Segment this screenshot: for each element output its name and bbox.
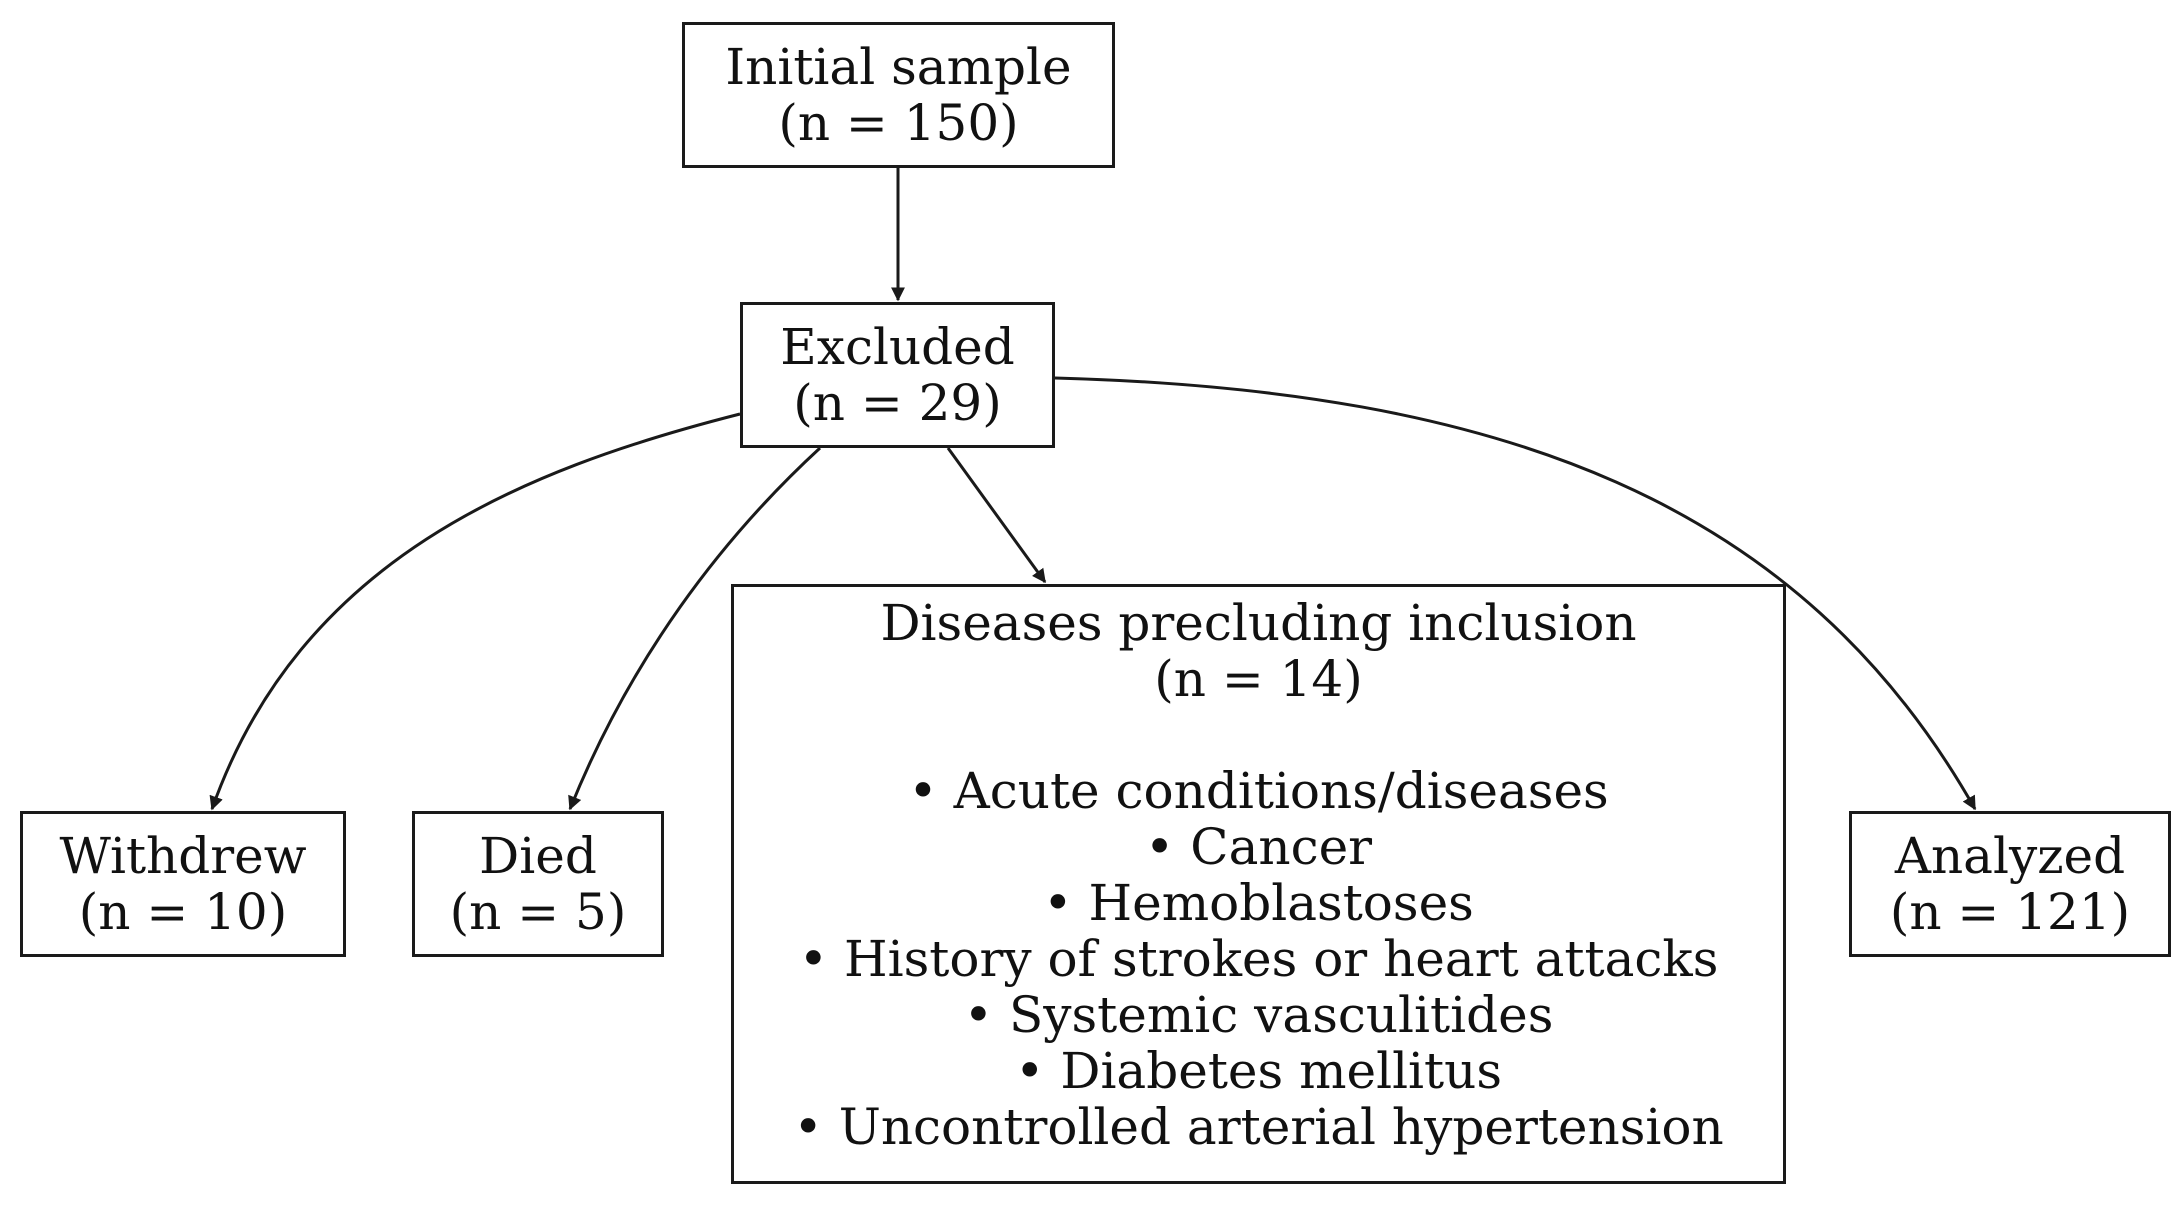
disease-item: • Hemoblastoses <box>1043 874 1474 932</box>
died-box: Died (n = 5) <box>412 811 664 957</box>
disease-item: • History of strokes or heart attacks <box>798 930 1719 988</box>
excluded-title: Excluded <box>780 318 1015 376</box>
initial-sample-box: Initial sample (n = 150) <box>682 22 1115 168</box>
withdrew-count: (n = 10) <box>78 883 288 941</box>
diseases-count: (n = 14) <box>1154 650 1363 708</box>
analyzed-title: Analyzed <box>1894 827 2126 885</box>
withdrew-box: Withdrew (n = 10) <box>20 811 346 957</box>
disease-item: • Cancer <box>1144 818 1373 876</box>
arrow-excluded-to-died <box>568 446 822 811</box>
withdrew-title: Withdrew <box>59 827 307 885</box>
excluded-box: Excluded (n = 29) <box>740 302 1055 448</box>
arrow-excluded-to-withdrew <box>209 412 741 811</box>
arrow-excluded-to-analyzed <box>1054 376 1977 811</box>
diseases-box: Diseases precluding inclusion (n = 14) •… <box>731 584 1786 1184</box>
analyzed-box: Analyzed (n = 121) <box>1849 811 2171 957</box>
initial-sample-count: (n = 150) <box>778 94 1019 152</box>
analyzed-count: (n = 121) <box>1889 883 2131 941</box>
died-title: Died <box>479 827 597 885</box>
disease-item: • Systemic vasculitides <box>963 986 1554 1044</box>
arrow-excluded-to-diseases <box>946 447 1047 584</box>
excluded-count: (n = 29) <box>793 374 1002 432</box>
disease-item: • Uncontrolled arterial hypertension <box>793 1098 1724 1156</box>
initial-sample-title: Initial sample <box>725 38 1072 96</box>
died-count: (n = 5) <box>449 883 627 941</box>
diseases-title: Diseases precluding inclusion <box>880 594 1637 652</box>
edge-group <box>209 168 1977 811</box>
disease-item: • Acute conditions/diseases <box>908 762 1609 820</box>
disease-item: • Diabetes mellitus <box>1014 1042 1503 1100</box>
